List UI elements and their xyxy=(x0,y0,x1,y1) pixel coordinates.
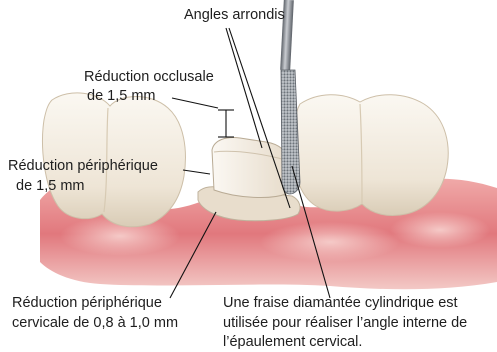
leader-occlusal xyxy=(172,98,218,108)
label-peripheral-reduction-line1: Réduction périphérique xyxy=(8,157,158,176)
gum-highlight-3 xyxy=(390,212,490,248)
right-tooth xyxy=(294,95,448,216)
leader-rounded-angles-1 xyxy=(226,28,262,148)
label-bur-note-line3: l’épaulement cervical. xyxy=(223,333,362,352)
label-bur-note-line2: utilisée pour réaliser l’angle interne d… xyxy=(223,314,467,333)
bur-diamond-head xyxy=(281,70,300,194)
label-rounded-angles: Angles arrondis xyxy=(184,6,285,25)
label-bur-note-line1: Une fraise diamantée cylindrique est xyxy=(223,294,458,313)
gum-highlight-2 xyxy=(260,222,400,262)
label-occlusal-reduction-line1: Réduction occlusale xyxy=(84,68,214,87)
label-occlusal-reduction-line2: de 1,5 mm xyxy=(87,87,156,106)
label-peripheral-reduction-line2: de 1,5 mm xyxy=(16,177,85,196)
leader-peripheral xyxy=(183,170,210,174)
label-cervical-reduction-line2: cervicale de 0,8 à 1,0 mm xyxy=(12,314,178,333)
label-cervical-reduction-line1: Réduction périphérique xyxy=(12,294,162,313)
